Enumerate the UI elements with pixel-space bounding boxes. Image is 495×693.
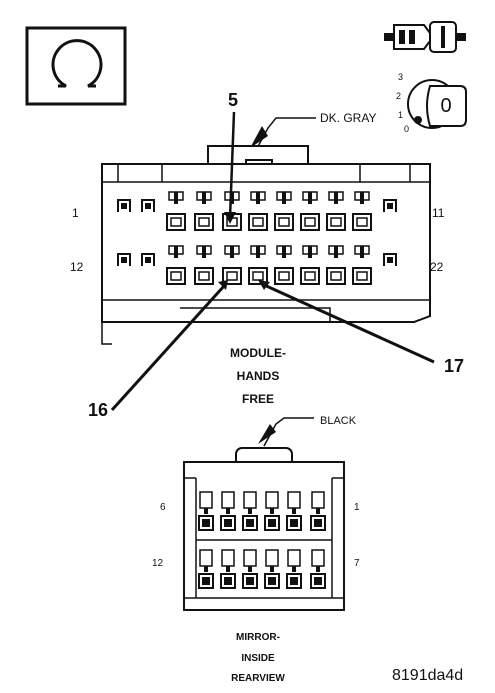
mirror-pin-cavity: [310, 491, 326, 531]
mirror-pin-cavity: [286, 549, 302, 589]
ohm-meter-icon: [25, 26, 127, 106]
module-pin-label-11: 11: [432, 206, 445, 220]
module-pin-cavity: [194, 245, 214, 285]
mirror-title-line-2: INSIDE: [241, 653, 275, 664]
module-pin-cavity: [141, 199, 155, 212]
key-position-1: 1: [398, 110, 403, 120]
module-title-line-2: HANDS: [237, 369, 280, 383]
mirror-pin-cavity: [264, 491, 280, 531]
module-pin-cavity: [274, 191, 294, 231]
module-pin-cavity: [274, 245, 294, 285]
module-pin-cavity: [383, 253, 397, 266]
mirror-pin-cavity: [198, 491, 214, 531]
module-pin-cavity: [166, 245, 186, 285]
module-pin-cavity: [248, 191, 268, 231]
key-position-3: 3: [398, 72, 403, 82]
module-pin-cavity: [117, 199, 131, 212]
mirror-pin-cavity: [310, 549, 326, 589]
module-pin-cavity: [383, 199, 397, 212]
module-pin-label-1: 1: [72, 206, 79, 220]
pin-callout-17: 17: [444, 356, 464, 376]
module-title-line-1: MODULE-: [230, 346, 286, 360]
module-pin-cavity: [300, 245, 320, 285]
mirror-pin-label-1: 1: [354, 502, 360, 513]
mirror-pin-array: [198, 491, 326, 589]
pin-callout-16: 16: [88, 400, 108, 420]
mirror-pin-cavity: [220, 549, 236, 589]
mirror-pin-cavity: [220, 491, 236, 531]
module-pin-cavity: [352, 245, 372, 285]
mirror-pin-cavity: [242, 549, 258, 589]
module-pin-cavity: [300, 191, 320, 231]
key-label: 0: [440, 95, 451, 117]
module-pin-array: [117, 191, 397, 285]
mirror-pin-label-6: 6: [160, 502, 166, 513]
pin-callout-5: 5: [228, 90, 238, 110]
key-position-2: 2: [396, 91, 401, 101]
ignition-switch-icon: 3 2 1 0 0: [384, 21, 467, 134]
module-pin-cavity: [326, 191, 346, 231]
module-pin-cavity: [194, 191, 214, 231]
module-pin-cavity: [166, 191, 186, 231]
wire-color-label-mirror: BLACK: [320, 415, 357, 427]
mirror-pin-cavity: [264, 549, 280, 589]
mirror-pin-label-12: 12: [152, 558, 164, 569]
module-pin-cavity: [248, 245, 268, 285]
key-position-0: 0: [404, 124, 409, 134]
figure-id: 8191da4d: [392, 667, 463, 684]
mirror-pin-cavity: [242, 491, 258, 531]
mirror-pin-cavity: [198, 549, 214, 589]
mirror-pin-label-7: 7: [354, 558, 360, 569]
module-pin-label-12: 12: [70, 260, 84, 274]
wire-color-label-module: DK. GRAY: [320, 111, 376, 125]
mirror-title-line-3: REARVIEW: [231, 673, 285, 684]
module-title-line-3: FREE: [242, 392, 274, 406]
module-pin-cavity: [352, 191, 372, 231]
module-pin-cavity: [326, 245, 346, 285]
mirror-pin-cavity: [286, 491, 302, 531]
module-pin-label-22: 22: [430, 260, 444, 274]
module-connector: DK. GRAY 1 11 12 22 5 16 17 MODULE- HAND…: [70, 90, 464, 420]
module-pin-cavity: [222, 245, 242, 285]
mirror-title-line-1: MIRROR-: [236, 632, 280, 643]
mirror-connector: BLACK 6 1 12 7 MIRROR- INSIDE REARVIEW: [152, 415, 360, 684]
module-pin-cavity: [141, 253, 155, 266]
module-pin-cavity: [117, 253, 131, 266]
